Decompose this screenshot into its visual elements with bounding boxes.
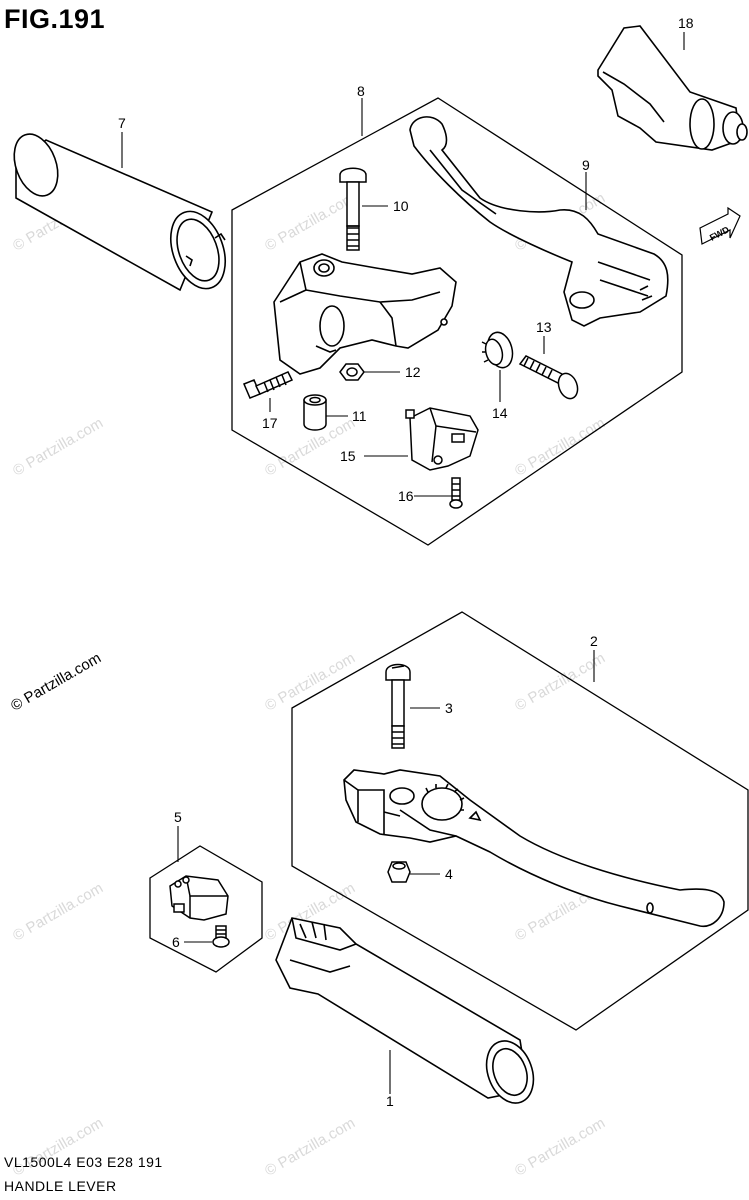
assembly-boundary-8 bbox=[231, 97, 683, 546]
assembly-boundary-2 bbox=[291, 611, 749, 1031]
grip-left-drawing bbox=[13, 133, 226, 292]
clutch-holder-drawing bbox=[273, 253, 457, 375]
callout-6: 6 bbox=[172, 934, 180, 950]
callout-4: 4 bbox=[445, 866, 453, 882]
callout-18: 18 bbox=[678, 15, 694, 31]
bolt-10-drawing bbox=[339, 167, 367, 251]
brake-switch-drawing bbox=[169, 875, 229, 921]
callout-14: 14 bbox=[492, 405, 508, 421]
callout-5: 5 bbox=[174, 809, 182, 825]
figure-title: FIG.191 bbox=[4, 4, 106, 34]
callout-8: 8 bbox=[357, 83, 365, 99]
callout-11: 11 bbox=[352, 408, 367, 424]
model-line: VL1500L4 E03 E28 191 bbox=[4, 1154, 163, 1170]
callout-9: 9 bbox=[582, 157, 590, 173]
assembly-boundary-5 bbox=[149, 845, 263, 973]
leader-lines-upper bbox=[121, 32, 685, 497]
grip-right-drawing bbox=[275, 917, 535, 1104]
leader-lines-lower bbox=[177, 650, 595, 1094]
callout-17: 17 bbox=[262, 415, 278, 431]
callout-1: 1 bbox=[386, 1093, 394, 1109]
screw-17-drawing bbox=[243, 371, 294, 399]
section-name: HANDLE LEVER bbox=[4, 1178, 117, 1194]
balancer-drawing bbox=[597, 25, 748, 151]
callout-2: 2 bbox=[590, 633, 598, 649]
callout-7: 7 bbox=[118, 115, 126, 131]
callout-12: 12 bbox=[405, 364, 421, 380]
callout-16: 16 bbox=[398, 488, 414, 504]
clutch-switch-drawing bbox=[405, 407, 479, 471]
bolt-3-drawing bbox=[385, 663, 411, 749]
nut-12-drawing bbox=[339, 363, 365, 381]
callout-labels: 7 8 18 9 10 12 11 17 13 14 15 16 2 3 4 5… bbox=[118, 15, 694, 1109]
fwd-arrow: FWD bbox=[699, 206, 741, 245]
callout-13: 13 bbox=[536, 319, 552, 335]
screw-16-drawing bbox=[449, 477, 463, 509]
screw-6-drawing bbox=[212, 925, 230, 948]
callout-15: 15 bbox=[340, 448, 356, 464]
washer-14-drawing bbox=[481, 331, 514, 369]
collar-11-drawing bbox=[303, 394, 327, 431]
callout-3: 3 bbox=[445, 700, 453, 716]
clutch-lever-drawing bbox=[409, 116, 669, 327]
callout-10: 10 bbox=[393, 198, 409, 214]
adjuster-13-drawing bbox=[518, 355, 579, 400]
brake-lever-drawing bbox=[343, 769, 725, 927]
nut-4-drawing bbox=[387, 861, 411, 883]
